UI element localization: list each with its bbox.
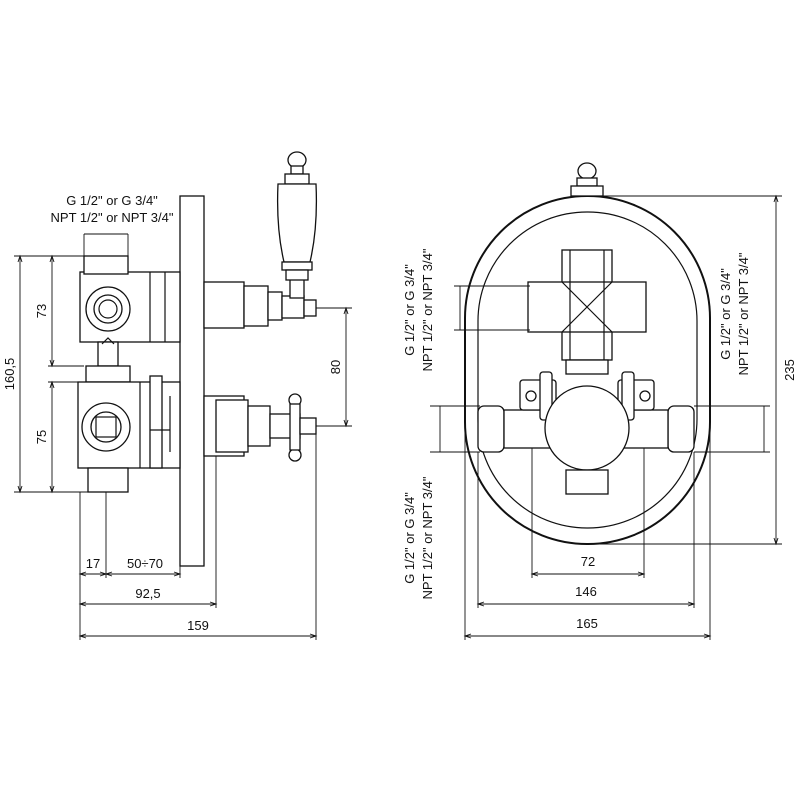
lever-handle	[276, 151, 318, 281]
front-235-dim	[597, 194, 782, 546]
ur-thread-line-2: NPT 1/2" or NPT 3/4"	[736, 252, 751, 375]
dim-72-label: 72	[581, 554, 595, 569]
front-thread-dim-ur	[694, 405, 770, 453]
dim-235-label: 235	[782, 359, 797, 381]
dim-75-label: 75	[34, 430, 49, 444]
front-thread-dim-ll	[430, 405, 480, 453]
wall-plate	[179, 195, 205, 567]
side-view: G 1/2" or G 3/4" NPT 1/2" or NPT 3/4" 73…	[2, 151, 352, 640]
ur-thread-line-1: G 1/2" or G 3/4"	[718, 268, 733, 360]
mounting-brackets	[519, 371, 655, 421]
upper-inlet-body	[79, 255, 181, 367]
upper-spindle	[203, 277, 317, 329]
ll-thread-line-1: G 1/2" or G 3/4"	[402, 492, 417, 584]
side-thread-line-1: G 1/2" or G 3/4"	[66, 193, 158, 208]
oval-plate-inner	[477, 211, 698, 529]
bottom-outlet	[565, 469, 609, 495]
front-view: G 1/2" or G 3/4" NPT 1/2" or NPT 3/4" G …	[402, 162, 797, 640]
ul-thread-line-1: G 1/2" or G 3/4"	[402, 264, 417, 356]
side-horizontal-dims	[78, 430, 318, 640]
lower-valve-body	[77, 365, 181, 493]
side-80-dim	[316, 306, 352, 428]
dim-146-label: 146	[575, 584, 597, 599]
dim-92-5-label: 92,5	[135, 586, 160, 601]
side-thread-dim	[83, 233, 129, 256]
ul-thread-line-2: NPT 1/2" or NPT 3/4"	[420, 248, 435, 371]
ll-thread-line-2: NPT 1/2" or NPT 3/4"	[420, 476, 435, 599]
dim-159-label: 159	[187, 618, 209, 633]
side-thread-line-2: NPT 1/2" or NPT 3/4"	[51, 210, 174, 225]
lower-spindle	[203, 393, 317, 462]
diverter-cross	[527, 249, 647, 375]
top-knob	[570, 162, 604, 197]
dim-50-70-label: 50÷70	[127, 556, 163, 571]
front-thread-dim-ul	[454, 285, 530, 331]
dim-165-label: 165	[576, 616, 598, 631]
dim-73-label: 73	[34, 304, 49, 318]
side-vertical-dims	[14, 254, 88, 494]
central-valve	[544, 385, 630, 471]
dim-160-5-label: 160,5	[2, 358, 17, 391]
dim-80-label: 80	[328, 360, 343, 374]
dim-17-label: 17	[86, 556, 100, 571]
front-horizontal-dims	[463, 420, 712, 640]
